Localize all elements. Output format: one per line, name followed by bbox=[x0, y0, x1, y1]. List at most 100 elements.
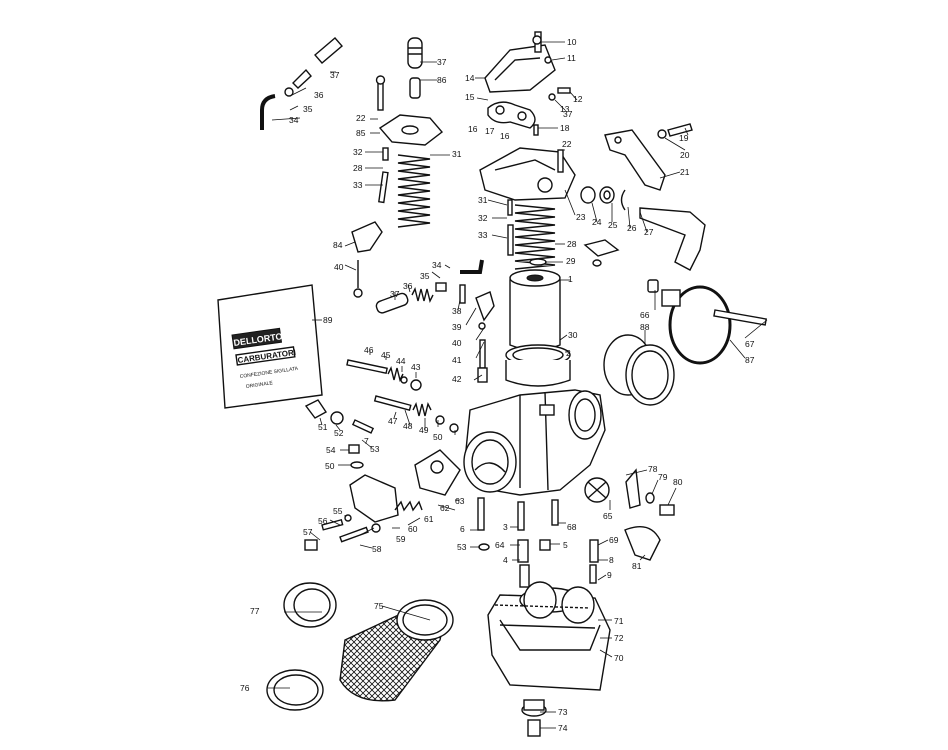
callout-6: 6 bbox=[460, 524, 465, 534]
callout-45: 45 bbox=[381, 350, 391, 360]
callout-28-left: 28 bbox=[353, 163, 363, 173]
callout-64: 64 bbox=[495, 540, 505, 550]
nut-35-mid bbox=[435, 282, 447, 292]
callout-63: 63 bbox=[455, 496, 465, 506]
callout-27: 27 bbox=[644, 227, 654, 237]
pin-38 bbox=[459, 284, 466, 304]
callout-86: 86 bbox=[437, 75, 447, 85]
callout-30: 30 bbox=[568, 330, 578, 340]
callout-24: 24 bbox=[592, 217, 602, 227]
callout-61: 61 bbox=[424, 514, 434, 524]
fitting-51 bbox=[304, 399, 328, 419]
callout-58: 58 bbox=[372, 544, 382, 554]
callout-37-right: 37 bbox=[563, 109, 573, 119]
callout-54: 54 bbox=[326, 445, 336, 455]
plug-37-mid bbox=[375, 292, 409, 314]
callout-33-left: 33 bbox=[353, 180, 363, 190]
plug-73 bbox=[521, 699, 547, 717]
screw-10 bbox=[532, 35, 542, 45]
callout-53-left: 53 bbox=[370, 444, 380, 454]
callout-42: 42 bbox=[452, 374, 462, 384]
ring-40-mid bbox=[478, 322, 486, 330]
callout-88: 88 bbox=[640, 322, 650, 332]
screw-19 bbox=[667, 123, 693, 137]
callout-60: 60 bbox=[408, 524, 418, 534]
jet-42 bbox=[477, 367, 488, 383]
callout-50-right: 50 bbox=[433, 432, 443, 442]
screw-46 bbox=[346, 359, 388, 375]
callout-53-lower: 53 bbox=[457, 542, 467, 552]
callout-40-left: 40 bbox=[334, 262, 344, 272]
washer-29 bbox=[529, 258, 547, 266]
callout-75: 75 bbox=[374, 601, 384, 611]
bracket-21 bbox=[604, 129, 666, 191]
callout-56: 56 bbox=[318, 516, 328, 526]
callout-70: 70 bbox=[614, 653, 624, 663]
bag-line2-text: ORIGINALE bbox=[245, 380, 273, 390]
pin-18 bbox=[533, 124, 539, 136]
callout-32-left: 32 bbox=[353, 147, 363, 157]
nut-57 bbox=[304, 539, 318, 551]
callout-14: 14 bbox=[465, 73, 475, 83]
gasket-71 bbox=[494, 604, 591, 609]
callout-79: 79 bbox=[658, 472, 668, 482]
plate-mid-right bbox=[583, 239, 620, 267]
callout-37-mid: 37 bbox=[390, 289, 400, 299]
ring-49 bbox=[435, 415, 445, 425]
callout-76: 76 bbox=[240, 683, 250, 693]
callout-37-top: 37 bbox=[437, 57, 447, 67]
callout-20: 20 bbox=[680, 150, 690, 160]
valve-69 bbox=[589, 539, 599, 563]
valve-39 bbox=[475, 291, 495, 322]
filter-75 bbox=[339, 599, 454, 702]
callout-10: 10 bbox=[567, 37, 577, 47]
leader-lines bbox=[268, 41, 768, 729]
spring-28-left bbox=[397, 154, 431, 228]
callout-77: 77 bbox=[250, 606, 260, 616]
callout-78: 78 bbox=[648, 464, 658, 474]
sleeve-88 bbox=[603, 334, 675, 406]
clip-26 bbox=[620, 189, 626, 211]
callout-71: 71 bbox=[614, 616, 624, 626]
screw-47 bbox=[373, 395, 412, 412]
jet-3 bbox=[517, 501, 525, 531]
spring-61 bbox=[394, 500, 423, 512]
bolt-56 bbox=[321, 518, 344, 531]
callout-68: 68 bbox=[567, 522, 577, 532]
callout-80: 80 bbox=[673, 477, 683, 487]
ring-35 bbox=[284, 87, 294, 97]
callout-50-left: 50 bbox=[325, 461, 335, 471]
callout-35-left: 35 bbox=[303, 104, 313, 114]
callout-73: 73 bbox=[558, 707, 568, 717]
screw-22 bbox=[375, 75, 386, 111]
spring-36-mid bbox=[411, 286, 434, 304]
lever-62 bbox=[414, 449, 461, 496]
float-bowl-72 bbox=[487, 581, 611, 691]
callout-65: 65 bbox=[603, 511, 613, 521]
washer-25 bbox=[599, 186, 615, 204]
callout-48: 48 bbox=[403, 421, 413, 431]
ring-50 bbox=[449, 423, 459, 433]
screw-55 bbox=[344, 514, 352, 522]
callout-81: 81 bbox=[632, 561, 642, 571]
top-cover-14 bbox=[484, 31, 556, 93]
tube-34-mid bbox=[460, 259, 484, 274]
callout-36-left: 36 bbox=[314, 90, 324, 100]
carburetor-body bbox=[463, 389, 606, 496]
washer-24 bbox=[580, 186, 596, 204]
elbow-piece-16 bbox=[487, 101, 536, 129]
callout-16a: 16 bbox=[468, 124, 478, 134]
bolt-54 bbox=[348, 444, 360, 454]
callout-46: 46 bbox=[364, 345, 374, 355]
bolt-80 bbox=[659, 504, 675, 516]
callout-66: 66 bbox=[640, 310, 650, 320]
fitting-78 bbox=[625, 468, 641, 509]
callout-59: 59 bbox=[396, 534, 406, 544]
callout-35-mid: 35 bbox=[420, 271, 430, 281]
callout-31-right: 31 bbox=[478, 195, 488, 205]
callout-85: 85 bbox=[356, 128, 366, 138]
callout-1: 1 bbox=[568, 274, 573, 284]
callout-11: 11 bbox=[567, 53, 576, 63]
callout-9: 9 bbox=[607, 570, 612, 580]
